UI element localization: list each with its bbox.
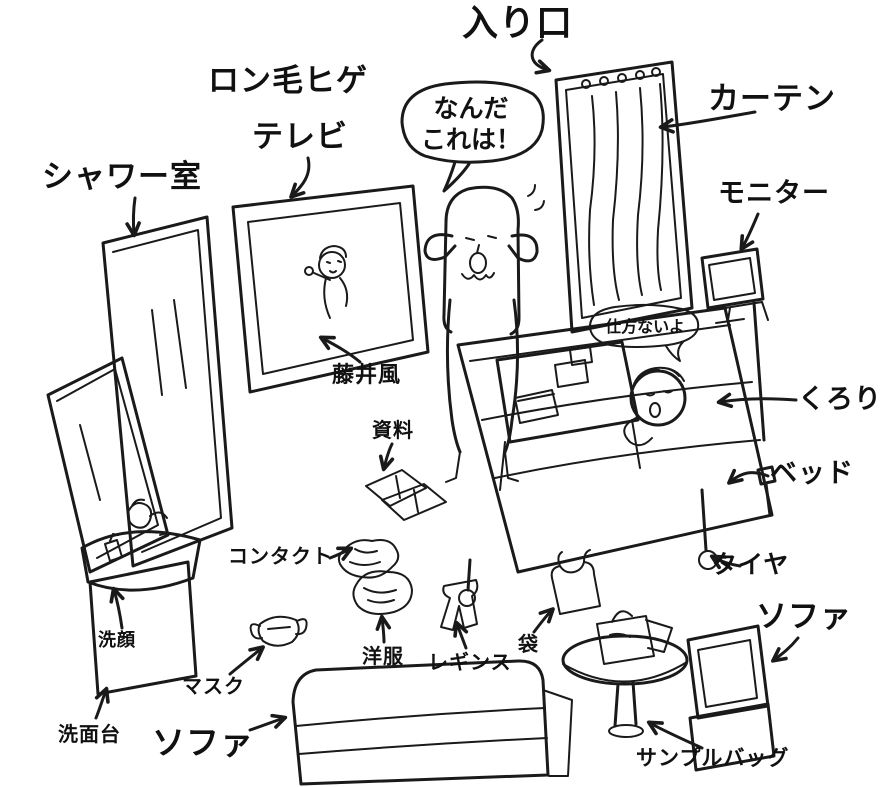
label-documents: 資料 xyxy=(372,418,414,442)
label-monitor: モニター xyxy=(718,178,830,209)
shower-room-sketch xyxy=(101,215,234,568)
label-curtain: カーテン xyxy=(708,81,836,117)
leggings-sketch xyxy=(440,579,479,631)
mask-arrow xyxy=(228,645,265,676)
bed-arrow xyxy=(727,468,770,485)
monitor-sketch xyxy=(700,247,766,442)
contact-sketch xyxy=(337,539,400,579)
speech-bubble-what-sketch xyxy=(400,80,545,193)
label-tire: タイヤ xyxy=(712,550,790,579)
bag-arrow xyxy=(532,607,555,634)
shower-room-arrow xyxy=(125,196,141,238)
sofa-right-arrow xyxy=(771,636,800,663)
curtain-arrow xyxy=(658,110,757,134)
speech-bubble-what-line1: なんだ xyxy=(433,94,509,123)
label-contacts: コンタクト xyxy=(228,544,333,568)
leggings-arrow xyxy=(453,620,469,650)
label-bed: ベッド xyxy=(770,458,854,489)
tv-singer-sketch xyxy=(304,245,349,319)
face-wash-arrow xyxy=(109,586,125,630)
label-washstand: 洗面台 xyxy=(58,722,121,746)
washstand-sketch xyxy=(46,356,202,696)
clothes-sketch xyxy=(352,570,413,615)
label-entrance: 入り口 xyxy=(462,3,574,44)
sample-bag-arrow xyxy=(646,720,704,750)
label-clothes: 洋服 xyxy=(362,644,404,668)
label-sofa-bottom: ソファ xyxy=(152,723,254,762)
entrance-curtain-sketch xyxy=(554,60,694,334)
label-bag: 袋 xyxy=(518,632,539,656)
contacts-arrow xyxy=(328,546,354,561)
tv-sketch xyxy=(231,184,430,394)
entrance-arrow xyxy=(530,38,552,75)
bag-sketch xyxy=(550,549,601,615)
label-mask: マスク xyxy=(182,674,245,698)
sample-table-sketch xyxy=(561,610,689,738)
speech-bubble-canthelp: 仕方ないよ xyxy=(605,317,685,336)
clothes-arrow xyxy=(375,614,392,644)
label-long-hair-beard: ロン毛ヒゲ xyxy=(208,63,368,99)
sofa-bottom-arrow xyxy=(248,713,288,732)
label-shower-room: シャワー室 xyxy=(42,159,202,195)
speech-bubble-canthelp-sketch xyxy=(588,303,700,362)
mask-sketch xyxy=(249,615,308,647)
label-kurori: くろり xyxy=(798,384,882,415)
label-tv: テレビ xyxy=(252,119,348,155)
fujii-kaze-arrow xyxy=(318,335,362,364)
documents-arrow xyxy=(378,442,395,472)
documents-sketch xyxy=(365,469,447,521)
speech-bubble-what: なんだ これは！ xyxy=(402,93,540,156)
label-fujii-kaze: 藤井風 xyxy=(332,363,402,388)
label-sofa-right: ソファ xyxy=(756,599,852,635)
sofa-bottom-sketch xyxy=(291,659,573,786)
label-sample-bag: サンプルバッグ xyxy=(636,746,790,770)
standing-person-sketch xyxy=(423,184,545,483)
kurori-sketch xyxy=(623,366,687,447)
kurori-arrow xyxy=(716,392,798,409)
tire-arrow xyxy=(709,554,742,570)
tv-arrow xyxy=(289,156,311,199)
bed-sketch xyxy=(456,301,777,607)
speech-bubble-what-line2: これは！ xyxy=(420,125,521,155)
label-face-wash: 洗顔 xyxy=(98,630,136,651)
sofa-right-sketch xyxy=(686,624,776,772)
monitor-arrow xyxy=(739,212,760,252)
washstand-arrow xyxy=(94,686,110,720)
label-leggings: レギンス xyxy=(428,650,512,674)
